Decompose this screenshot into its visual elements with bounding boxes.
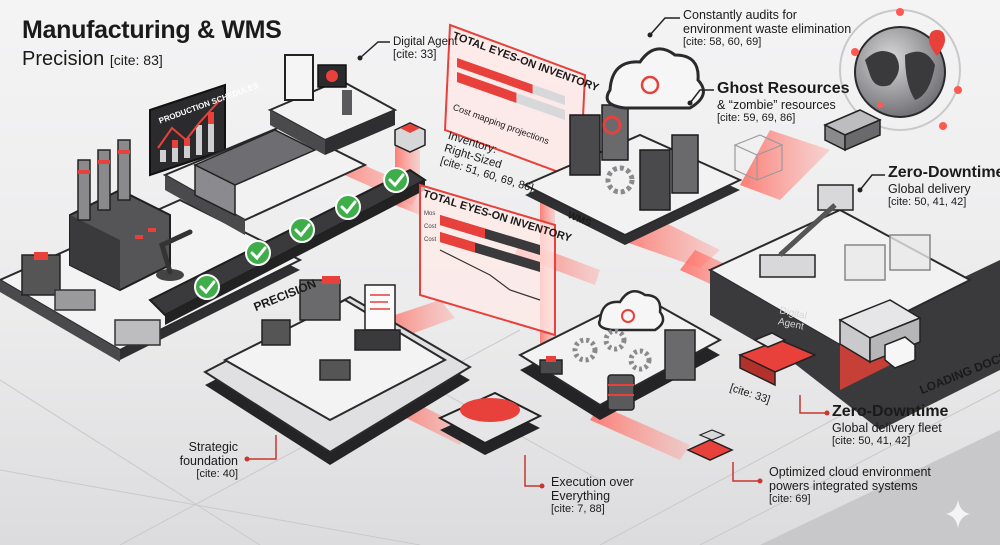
callout-cite: [cite: 59, 69, 86] xyxy=(717,111,796,124)
floor-shadow xyxy=(760,430,1000,545)
checkmark-icon xyxy=(245,240,271,266)
digital-agent-desk xyxy=(267,54,398,155)
callout-cite: [cite: 50, 41, 42] xyxy=(832,434,911,447)
cloud-icon xyxy=(605,47,705,110)
callout-audits: Constantly audits for environment waste … xyxy=(683,8,851,48)
callout-execution: Execution over Everything [cite: 7, 88] xyxy=(551,475,634,515)
page-title: Manufacturing & WMS xyxy=(22,16,282,44)
callout-cite: [cite: 69] xyxy=(769,493,811,505)
subtitle-cite: [cite: 83] xyxy=(109,52,163,68)
callout-line: Optimized cloud environment xyxy=(769,465,931,479)
wireframe-container xyxy=(733,134,784,181)
factory-building xyxy=(69,139,171,292)
red-cube-node xyxy=(394,122,426,153)
delivery-box-node xyxy=(686,429,734,461)
checkmark-icon xyxy=(383,167,409,193)
panel-row-label: Cost xyxy=(424,224,437,230)
callout-zero-downtime-bottom: Zero-Downtime Global delivery fleet [cit… xyxy=(832,403,948,447)
callout-cite: [cite: 50, 41, 42] xyxy=(888,195,967,208)
callout-line: Execution over xyxy=(551,475,634,489)
callout-body: Global delivery fleet xyxy=(832,420,942,435)
inventory-panel-middle xyxy=(419,183,556,337)
sparkle-icon xyxy=(946,500,970,528)
callout-cite: [cite: 40] xyxy=(196,468,238,480)
panel-row-label: Cost xyxy=(424,237,437,243)
robot-arm-icon xyxy=(156,229,193,281)
integration-platform xyxy=(517,290,723,420)
inventory-panel-top xyxy=(443,23,587,182)
subtitle-text: Precision xyxy=(22,48,105,70)
callout-line: Constantly audits for xyxy=(683,8,797,22)
wms-platform xyxy=(522,104,743,245)
checkmark-icon xyxy=(335,194,361,220)
callout-digital-agent: Digital Agent [cite: 33] xyxy=(393,36,458,62)
panel-middle-rows: Mos Cost Cost xyxy=(424,208,436,247)
callout-label: Digital Agent xyxy=(393,36,458,48)
callout-body: Global delivery xyxy=(888,181,971,196)
callout-heading: Zero-Downtime xyxy=(888,164,1000,181)
callout-line: Strategic xyxy=(188,440,238,454)
checkmark-icon xyxy=(194,274,220,300)
callout-line: environment waste elimination xyxy=(683,22,852,36)
callout-line: foundation xyxy=(179,454,238,468)
container-truck xyxy=(838,299,922,369)
callout-cite: [cite: 7, 88] xyxy=(551,503,605,515)
small-machine-icon xyxy=(21,252,61,296)
delivery-truck-small xyxy=(823,109,882,152)
globe-icon xyxy=(839,8,962,131)
callout-line: powers integrated systems xyxy=(769,479,918,493)
delivery-car-red xyxy=(738,332,817,387)
callout-body: & “zombie” resources xyxy=(717,97,836,112)
callout-optimized-cloud: Optimized cloud environment powers integ… xyxy=(769,465,931,505)
callout-leaders xyxy=(244,17,885,489)
callout-heading: Ghost Resources xyxy=(717,80,850,97)
page-subtitle: Precision [cite: 83] xyxy=(22,48,163,70)
callout-cite: [cite: 58, 60, 69] xyxy=(683,36,762,48)
checkmark-icon xyxy=(289,217,315,243)
callout-zero-downtime-top: Zero-Downtime Global delivery [cite: 50,… xyxy=(888,164,1000,208)
checkmark-group xyxy=(194,167,409,300)
callout-cite: [cite: 33] xyxy=(393,48,437,61)
callout-strategic-foundation: Strategic foundation [cite: 40] xyxy=(170,440,238,480)
callout-line: Everything xyxy=(551,489,611,503)
panel-row-label: Mos xyxy=(424,211,436,217)
processing-platform xyxy=(203,276,472,465)
callout-heading: Zero-Downtime xyxy=(832,403,949,420)
stacked-crates xyxy=(54,289,161,346)
execution-pedestal xyxy=(437,391,543,455)
callout-ghost-resources: Ghost Resources & “zombie” resources [ci… xyxy=(717,80,849,124)
